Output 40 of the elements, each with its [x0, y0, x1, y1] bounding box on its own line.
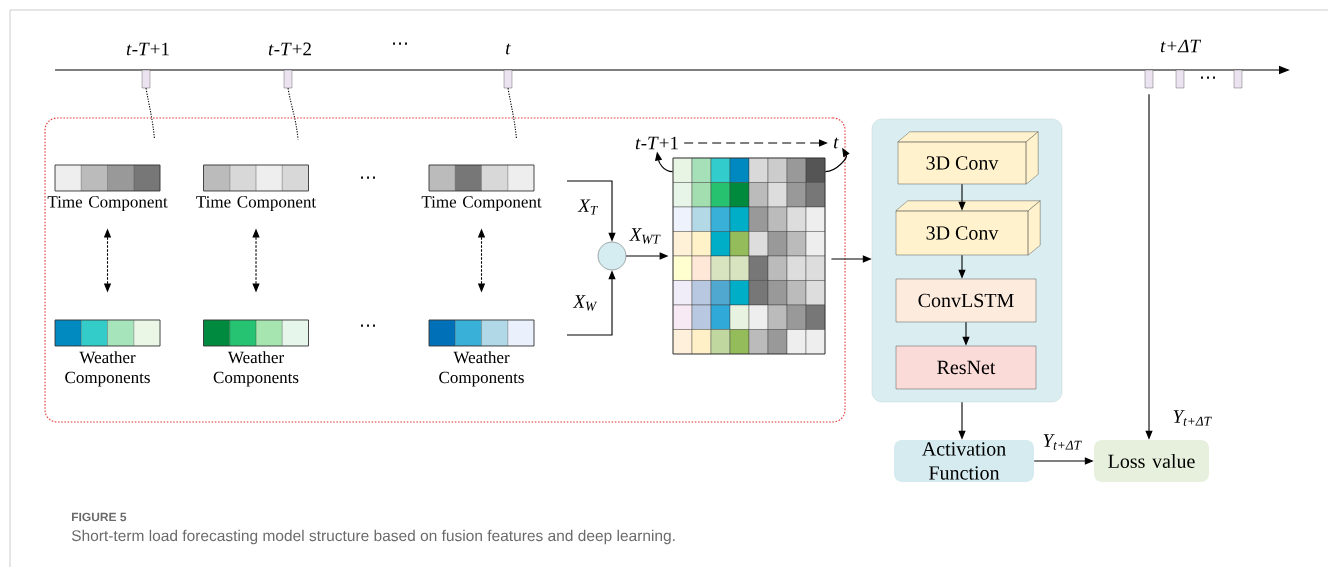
component-label: Weather Components: [439, 351, 524, 387]
figure-number: FIGURE 5: [72, 512, 127, 522]
time-marker: [1175, 69, 1185, 89]
caption: Short-term load forecasting model structure based on fusion features and deep learning.: [71, 529, 675, 545]
time-label: t-T+2: [268, 42, 311, 56]
ellipsis: ⋯: [393, 42, 407, 45]
conv-block: 3D Conv: [897, 131, 1039, 185]
fusion-circle: [597, 241, 627, 271]
leader-line: [287, 87, 299, 141]
time-marker: [283, 69, 293, 89]
layer-box: ConvLSTM: [895, 278, 1037, 323]
ellipsis: ⋯: [361, 176, 375, 179]
layer-box: ResNet: [895, 345, 1037, 390]
edge-label: X$_{T}$: [577, 198, 599, 216]
edge-label: X$_{WT}$: [628, 227, 662, 245]
leader-line: [145, 87, 156, 141]
component-label: Time Component: [196, 196, 317, 212]
component-label: Time Component: [421, 196, 542, 212]
leader-line: [507, 87, 518, 141]
edge-label: Y$_{t+ΔT}$: [1041, 433, 1083, 451]
ellipsis: ⋯: [1201, 76, 1215, 79]
dashed-region: [44, 117, 846, 423]
output-box: Loss value: [1094, 440, 1209, 482]
time-marker: [141, 69, 151, 89]
time-label: t: [834, 137, 839, 149]
time-label: t-T+1: [635, 136, 678, 150]
time-label: t+ΔT: [1160, 39, 1202, 53]
conv-block: 3D Conv: [895, 200, 1041, 256]
component-label: Weather Components: [65, 351, 150, 387]
component-label: Time Component: [47, 196, 168, 212]
time-label: t-T+1: [126, 42, 169, 56]
time-marker: [503, 69, 513, 89]
component-label: Weather Components: [213, 351, 299, 387]
edge-label: X$_{W}$: [572, 294, 598, 312]
time-marker: [1144, 69, 1154, 89]
output-box: Activation Function: [894, 440, 1034, 482]
edge-label: Y$_{t+ΔT}$: [1171, 409, 1213, 427]
feature-matrix: [672, 157, 826, 355]
ellipsis: ⋯: [361, 324, 375, 327]
time-marker: [1233, 69, 1243, 89]
